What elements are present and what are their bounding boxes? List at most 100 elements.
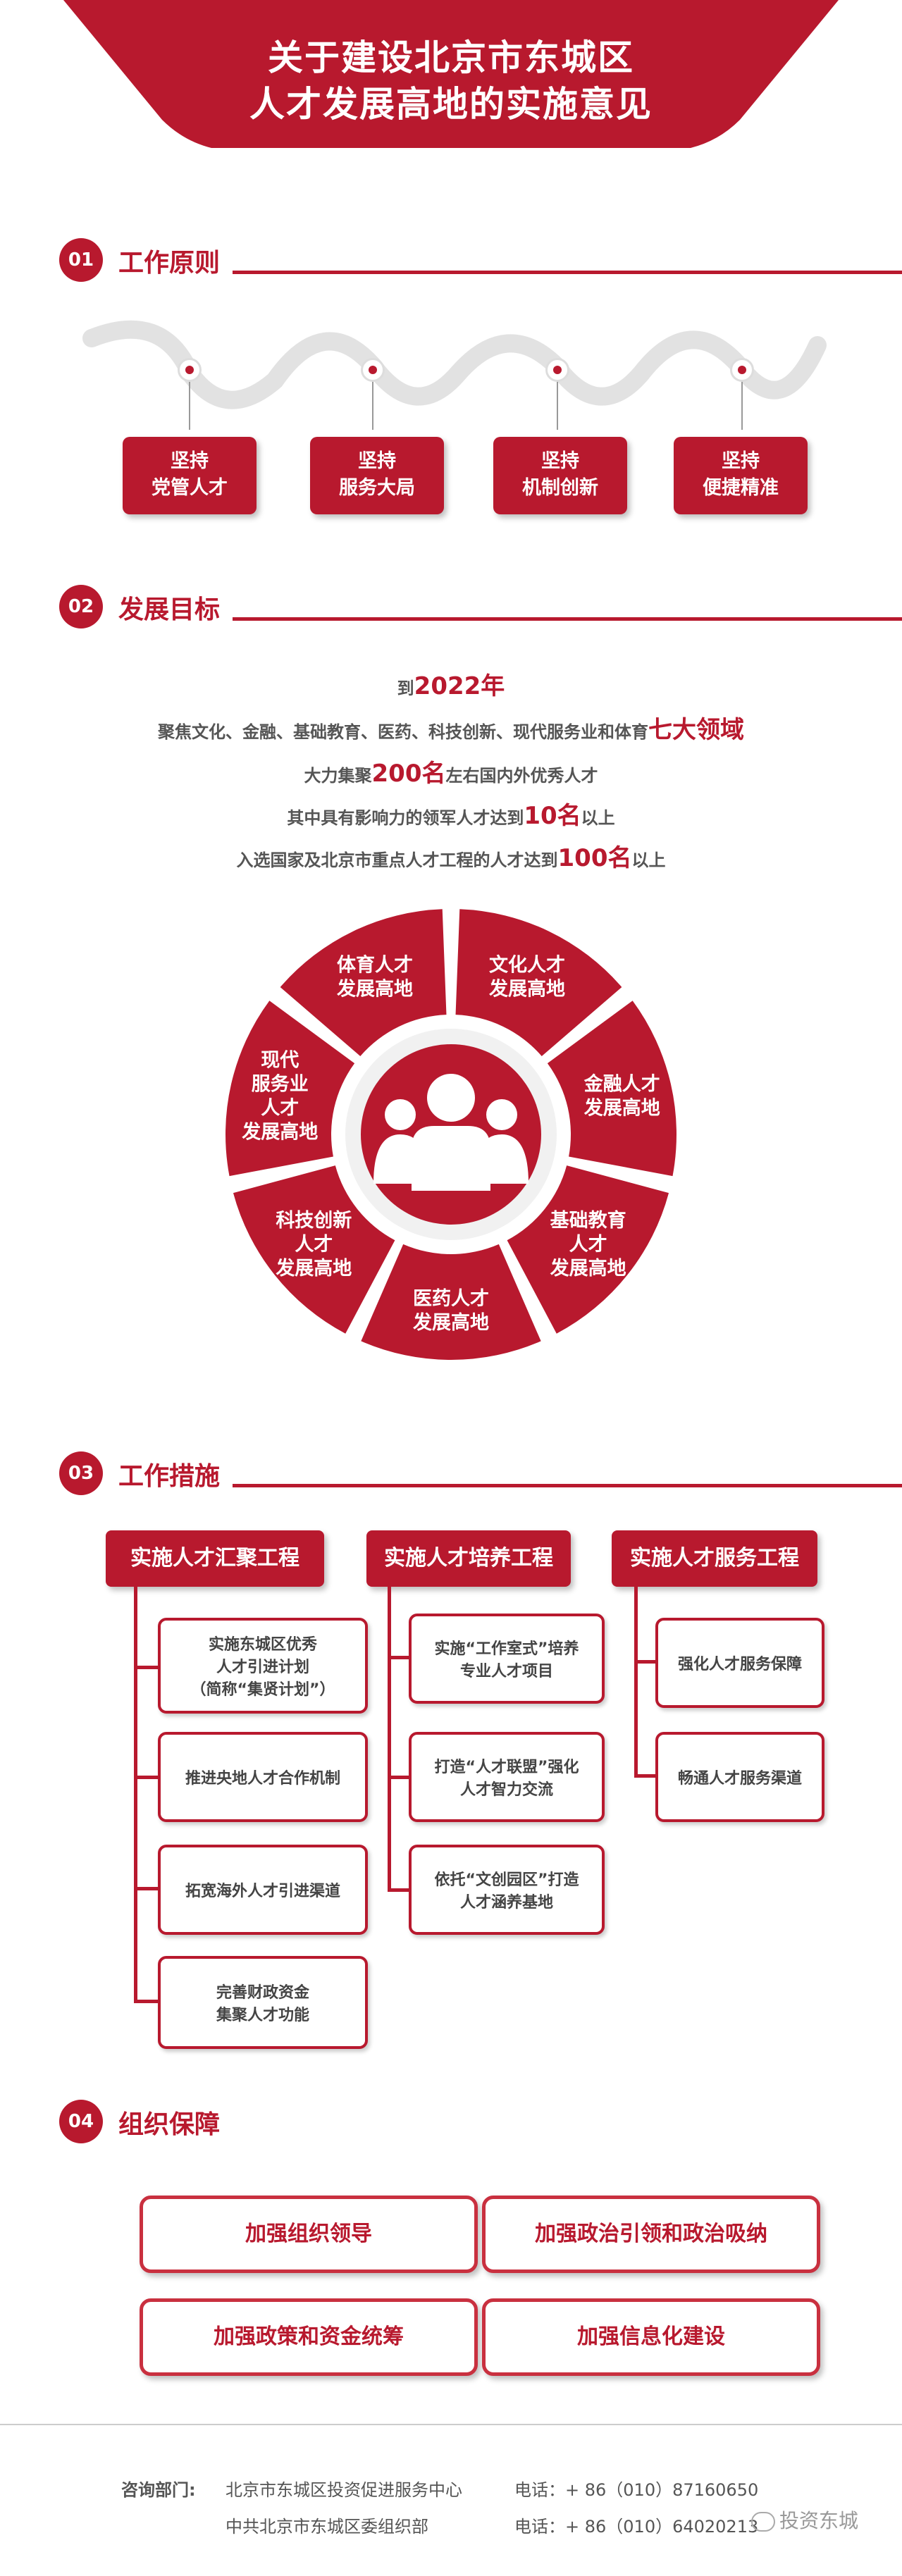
wheel-label: 医药人才 (413, 1288, 489, 1310)
measure-item: 畅通人才服务渠道 (655, 1732, 824, 1822)
connector (189, 370, 190, 430)
wheel-label: 人才 (295, 1234, 333, 1256)
principle-line: 机制创新 (522, 477, 598, 499)
tree-branch (134, 1666, 158, 1669)
goal-line: 到2022年 (397, 672, 505, 700)
section-number: 02 (59, 585, 103, 628)
wheel-segment (455, 909, 622, 1056)
measure-item: 实施“工作室式”培养 专业人才项目 (409, 1614, 605, 1704)
wheel-segment (507, 1165, 669, 1334)
section-title: 工作原则 (118, 249, 221, 278)
connector (557, 370, 558, 430)
measure-item: 拓宽海外人才引进渠道 (158, 1845, 368, 1935)
dot-marker (178, 358, 202, 382)
guarantee-item: 加强组织领导 (140, 2196, 478, 2273)
footer-dept1: 北京市东城区投资促进服务中心 (226, 2480, 462, 2500)
measure-item: 打造“人才联盟”强化 人才智力交流 (409, 1732, 605, 1822)
wheel-label: 金融人才 (583, 1073, 660, 1096)
goal-line: 大力集聚200名左右国内外优秀人才 (304, 760, 598, 788)
tree-branch (134, 2000, 158, 2003)
wheel-segment (233, 1165, 395, 1334)
wheel-label: 发展高地 (275, 1257, 352, 1280)
tree-line (634, 1587, 638, 1777)
tree-line (388, 1587, 391, 1890)
measure-head-service: 实施人才服务工程 (612, 1530, 817, 1587)
wheel-label: 文化人才 (489, 954, 565, 977)
page-title-line2: 人才发展高地的实施意见 (249, 84, 653, 125)
principle-line: 服务大局 (339, 477, 415, 499)
measure-item: 实施东城区优秀 人才引进计划 （简称“集贤计划”） (158, 1618, 368, 1714)
wheel-label: 人才 (261, 1098, 299, 1120)
tree-branch (388, 1656, 409, 1659)
principle-line: 便捷精准 (703, 477, 779, 499)
dot-marker (361, 358, 385, 382)
footer-divider (0, 2424, 902, 2425)
wheel-label: 服务业 (252, 1074, 309, 1096)
wheel-segment (226, 1001, 355, 1177)
section-number: 03 (59, 1451, 103, 1495)
section-divider (233, 617, 902, 621)
guarantee-item: 加强信息化建设 (482, 2298, 820, 2376)
wheel-label: 发展高地 (583, 1097, 660, 1120)
connector (741, 370, 743, 430)
wechat-icon (751, 2512, 775, 2532)
section-title: 组织保障 (118, 2110, 221, 2139)
section-divider (233, 271, 902, 274)
tree-branch (634, 1774, 655, 1778)
wheel-label: 发展高地 (550, 1257, 626, 1280)
footer-dept2: 中共北京市东城区委组织部 (226, 2517, 428, 2537)
wheel-label: 发展高地 (241, 1121, 318, 1144)
footer-label: 咨询部门: (121, 2480, 196, 2500)
header-banner: 关于建设北京市东城区 人才发展高地的实施意见 (0, 0, 902, 169)
section-number: 04 (59, 2100, 103, 2143)
section-title: 发展目标 (118, 595, 221, 624)
measure-item: 强化人才服务保障 (655, 1618, 824, 1708)
measure-item: 依托“文创园区”打造 人才涵养基地 (409, 1845, 605, 1935)
guarantee-item: 加强政治引领和政治吸纳 (482, 2196, 820, 2273)
wheel-label: 人才 (569, 1234, 607, 1256)
wheel-label: 基础教育 (550, 1209, 626, 1232)
principle-line: 坚持 (358, 450, 396, 472)
tree-branch (134, 1776, 158, 1779)
connector (372, 370, 373, 430)
measure-item: 完善财政资金 集聚人才功能 (158, 1956, 368, 2049)
tree-branch (388, 1776, 409, 1779)
watermark: 投资东城 (751, 2506, 858, 2534)
tree-branch (634, 1660, 655, 1664)
section-number: 01 (59, 238, 103, 282)
talent-wheel: 文化人才发展高地金融人才发展高地基础教育人才发展高地医药人才发展高地科技创新人才… (226, 909, 677, 1360)
principle-line: 坚持 (541, 450, 579, 472)
goal-line: 其中具有影响力的领军人才达到10名以上 (287, 802, 615, 830)
wheel-label: 体育人才 (337, 954, 413, 977)
footer-phone1: 电话：+ 86（010）87160650 (514, 2480, 759, 2500)
principle-card: 坚持 党管人才 (123, 437, 257, 514)
wave-path (82, 320, 827, 409)
wheel-segment (547, 1001, 677, 1177)
principle-line: 坚持 (722, 450, 760, 472)
dot-marker (730, 358, 754, 382)
principle-card: 坚持 便捷精准 (674, 437, 808, 514)
wheel-segment (280, 909, 447, 1056)
guarantee-item: 加强政策和资金统筹 (140, 2298, 478, 2376)
section-divider (233, 1484, 902, 1487)
section-title: 工作措施 (118, 1462, 221, 1491)
wheel-label: 发展高地 (412, 1311, 489, 1334)
principle-line: 党管人才 (152, 477, 228, 499)
goal-line: 聚焦文化、金融、基础教育、医药、科技创新、现代服务业和体育七大领域 (158, 716, 744, 744)
page-title-line1: 关于建设北京市东城区 (268, 37, 634, 78)
tree-line (134, 1587, 137, 2002)
footer-phone2: 电话：+ 86（010）64020213 (514, 2517, 759, 2537)
measure-item: 推进央地人才合作机制 (158, 1732, 368, 1822)
tree-branch (134, 1887, 158, 1890)
wheel-segment (361, 1244, 541, 1360)
tree-branch (388, 1888, 409, 1892)
wheel-label: 发展高地 (336, 978, 413, 1001)
goal-line: 入选国家及北京市重点人才工程的人才达到100名以上 (236, 844, 666, 872)
principle-line: 坚持 (171, 450, 209, 472)
people-icon (373, 1074, 529, 1191)
principle-card: 坚持 机制创新 (493, 437, 627, 514)
measure-head-train: 实施人才培养工程 (366, 1530, 571, 1587)
dot-marker (545, 358, 569, 382)
measure-head-gather: 实施人才汇聚工程 (106, 1530, 324, 1587)
wheel-label: 科技创新 (276, 1209, 352, 1232)
